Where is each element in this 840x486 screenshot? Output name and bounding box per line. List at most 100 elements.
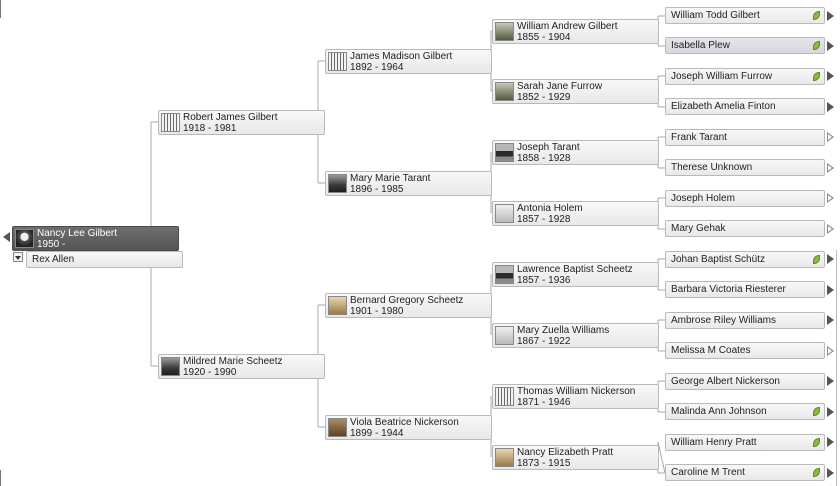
record-hint-leaf-icon[interactable] — [813, 11, 820, 20]
person-dates: 1855 - 1904 — [517, 32, 571, 43]
person-card-gen4[interactable]: Therese Unknown — [665, 159, 825, 176]
record-hint-leaf-icon[interactable] — [813, 72, 820, 81]
add-parents-arrow-icon[interactable] — [827, 224, 834, 234]
person-card-gen4[interactable]: Elizabeth Amelia Finton — [665, 98, 825, 115]
expand-ancestors-arrow-icon[interactable] — [827, 11, 834, 21]
person-name: Therese Unknown — [671, 162, 753, 173]
expand-ancestors-arrow-icon[interactable] — [827, 315, 834, 325]
expand-ancestors-arrow-icon[interactable] — [827, 285, 834, 295]
person-card-gen4[interactable]: Joseph Holem — [665, 190, 825, 207]
person-dates: 1857 - 1936 — [517, 275, 571, 286]
person-photo — [161, 113, 180, 132]
person-card-root[interactable]: Nancy Lee Gilbert 1950 - — [12, 226, 179, 251]
expand-ancestors-arrow-icon[interactable] — [827, 102, 834, 112]
person-card-gen4[interactable]: Joseph William Furrow — [665, 68, 825, 85]
person-card-gen2[interactable]: Bernard Gregory Scheetz 1901 - 1980 — [325, 293, 492, 318]
person-photo — [495, 204, 514, 223]
person-card-gen4[interactable]: Isabella Plew — [665, 37, 825, 54]
person-name: Johan Baptist Schütz — [671, 254, 765, 265]
person-name: Thomas William Nickerson — [517, 386, 636, 397]
add-parents-arrow-icon[interactable] — [827, 132, 834, 142]
navigate-back-arrow-icon[interactable] — [3, 232, 10, 242]
person-card-gen4[interactable]: William Henry Pratt — [665, 434, 825, 451]
expand-ancestors-arrow-icon[interactable] — [827, 254, 834, 264]
person-dates: 1899 - 1944 — [350, 428, 404, 439]
spouse-card[interactable]: Rex Allen — [26, 251, 183, 268]
person-card-gen2[interactable]: Mary Marie Tarant 1896 - 1985 — [325, 171, 492, 196]
person-card-gen4[interactable]: William Todd Gilbert — [665, 7, 825, 24]
person-name: Caroline M Trent — [671, 467, 745, 478]
person-card-gen3[interactable]: Mary Zuella Williams 1867 - 1922 — [492, 323, 659, 348]
person-dates: 1871 - 1946 — [517, 397, 571, 408]
person-photo — [495, 448, 514, 467]
add-parents-arrow-icon[interactable] — [827, 193, 834, 203]
record-hint-leaf-icon[interactable] — [813, 468, 820, 477]
spouse-dropdown-icon[interactable] — [13, 252, 23, 262]
expand-ancestors-arrow-icon[interactable] — [827, 41, 834, 51]
person-photo — [328, 418, 347, 437]
add-parents-arrow-icon[interactable] — [827, 163, 834, 173]
person-name: Viola Beatrice Nickerson — [350, 417, 459, 428]
person-name: Mary Gehak — [671, 223, 726, 234]
expand-ancestors-arrow-icon[interactable] — [827, 437, 834, 447]
person-card-gen3[interactable]: Nancy Elizabeth Pratt 1873 - 1915 — [492, 445, 659, 470]
person-name: Joseph Tarant — [517, 142, 580, 153]
person-dates: 1950 - — [37, 239, 66, 250]
person-dates: 1858 - 1928 — [517, 153, 571, 164]
person-name: Elizabeth Amelia Finton — [671, 101, 776, 112]
person-card-gen3[interactable]: Sarah Jane Furrow 1852 - 1929 — [492, 79, 659, 104]
person-photo — [495, 326, 514, 345]
window-edge — [0, 470, 1, 486]
expand-ancestors-arrow-icon[interactable] — [827, 71, 834, 81]
record-hint-leaf-icon[interactable] — [813, 438, 820, 447]
person-card-gen4[interactable]: Melissa M Coates — [665, 342, 825, 359]
person-name: William Henry Pratt — [671, 437, 757, 448]
record-hint-leaf-icon[interactable] — [813, 41, 820, 50]
person-card-mother[interactable]: Mildred Marie Scheetz 1920 - 1990 — [158, 354, 325, 379]
person-photo — [328, 174, 347, 193]
person-card-gen3[interactable]: Joseph Tarant 1858 - 1928 — [492, 140, 659, 165]
person-name: William Andrew Gilbert — [517, 21, 618, 32]
person-card-gen4[interactable]: Frank Tarant — [665, 129, 825, 146]
record-hint-leaf-icon[interactable] — [813, 255, 820, 264]
person-name: Mary Marie Tarant — [350, 173, 431, 184]
person-photo — [328, 52, 347, 71]
person-card-gen4[interactable]: Johan Baptist Schütz — [665, 251, 825, 268]
person-photo — [161, 357, 180, 376]
person-card-gen4[interactable]: George Albert Nickerson — [665, 373, 825, 390]
person-dates: 1896 - 1985 — [350, 184, 404, 195]
person-card-gen4[interactable]: Ambrose Riley Williams — [665, 312, 825, 329]
person-photo — [495, 265, 514, 284]
person-name: Robert James Gilbert — [183, 112, 278, 123]
person-card-gen2[interactable]: James Madison Gilbert 1892 - 1964 — [325, 49, 492, 74]
expand-ancestors-arrow-icon[interactable] — [827, 468, 834, 478]
person-photo — [328, 296, 347, 315]
person-name: Nancy Elizabeth Pratt — [517, 447, 614, 458]
person-card-gen4[interactable]: Barbara Victoria Riesterer — [665, 281, 825, 298]
person-name: Sarah Jane Furrow — [517, 81, 603, 92]
person-card-gen2[interactable]: Viola Beatrice Nickerson 1899 - 1944 — [325, 415, 492, 440]
add-parents-arrow-icon[interactable] — [827, 346, 834, 356]
person-card-gen3[interactable]: Thomas William Nickerson 1871 - 1946 — [492, 384, 659, 409]
person-card-gen3[interactable]: Lawrence Baptist Scheetz 1857 - 1936 — [492, 262, 659, 287]
person-card-gen3[interactable]: Antonia Holem 1857 - 1928 — [492, 201, 659, 226]
person-card-gen4[interactable]: Caroline M Trent — [665, 464, 825, 481]
expand-ancestors-arrow-icon[interactable] — [827, 407, 834, 417]
person-card-gen4[interactable]: Mary Gehak — [665, 220, 825, 237]
person-card-gen3[interactable]: William Andrew Gilbert 1855 - 1904 — [492, 19, 659, 44]
spouse-name: Rex Allen — [32, 254, 75, 265]
person-name: Nancy Lee Gilbert — [37, 228, 118, 239]
record-hint-leaf-icon[interactable] — [813, 407, 820, 416]
person-card-father[interactable]: Robert James Gilbert 1918 - 1981 — [158, 110, 325, 135]
person-dates: 1901 - 1980 — [350, 306, 404, 317]
person-photo — [15, 229, 34, 248]
person-name: Lawrence Baptist Scheetz — [517, 264, 633, 275]
person-name: Mildred Marie Scheetz — [183, 356, 283, 367]
person-dates: 1867 - 1922 — [517, 336, 571, 347]
person-name: Joseph William Furrow — [671, 71, 773, 82]
person-photo — [495, 22, 514, 41]
person-card-gen4[interactable]: Malinda Ann Johnson — [665, 403, 825, 420]
person-name: George Albert Nickerson — [671, 376, 780, 387]
expand-ancestors-arrow-icon[interactable] — [827, 376, 834, 386]
